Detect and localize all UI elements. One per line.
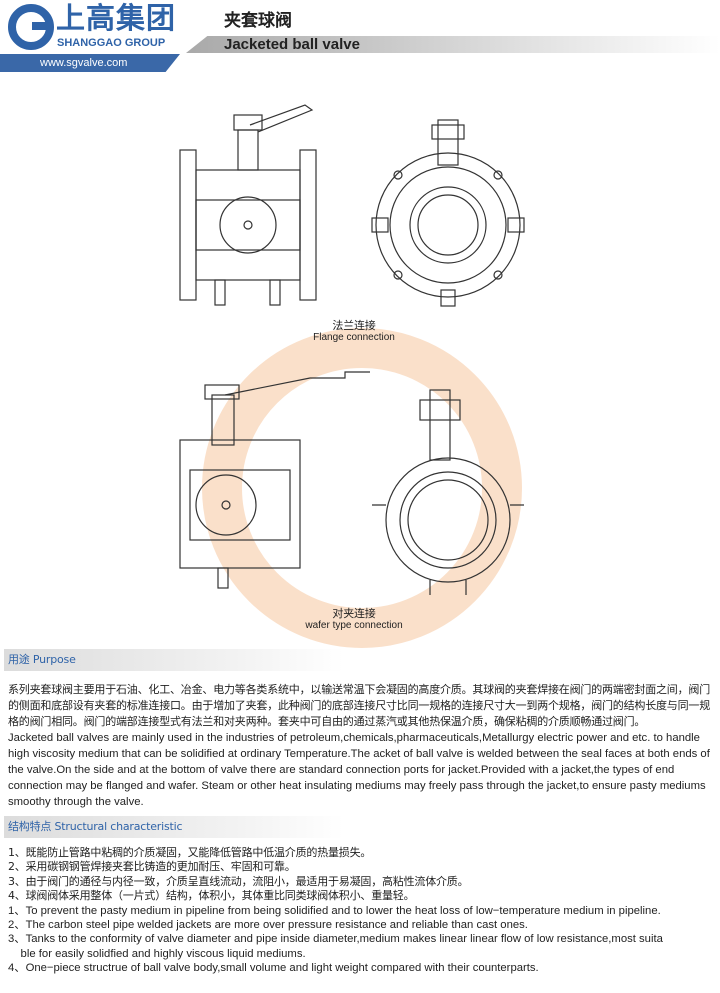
list-item: 4、球阀阀体采用整体（一片式）结构，体积小，其体重比同类球阀体积小、重量轻。 bbox=[8, 889, 415, 903]
list-item: 1、既能防止管路中粘稠的介质凝固，又能降低管路中低温介质的热量损失。 bbox=[8, 846, 372, 859]
caption-wafer-cn: 对夹连接 bbox=[332, 607, 376, 620]
caption-wafer-en: wafer type connection bbox=[305, 620, 403, 631]
brand-name-en: SHANGGAO GROUP bbox=[57, 37, 166, 49]
website-bar bbox=[0, 54, 180, 72]
purpose-text-cn: 系列夹套球阀主要用于石油、化工、冶金、电力等各类系统中，以输送常温下会凝固的高度… bbox=[8, 683, 710, 728]
purpose-text-en: Jacketed ball valves are mainly used in … bbox=[8, 732, 710, 808]
purpose-heading: 用途 Purpose bbox=[4, 649, 344, 671]
logo-g-icon bbox=[8, 4, 54, 50]
website-link[interactable]: www.sgvalve.com bbox=[40, 57, 128, 69]
caption-flange-en: Flange connection bbox=[313, 332, 395, 343]
title-band bbox=[186, 36, 720, 53]
list-item: ble for easily solidfied and highly visc… bbox=[8, 947, 306, 960]
list-item: 3、Tanks to the conformity of valve diame… bbox=[8, 933, 663, 946]
page-title-en: Jacketed ball valve bbox=[224, 36, 360, 53]
list-item: 4、One−piece structrue of ball valve body… bbox=[8, 962, 539, 975]
list-item: 2、采用碳钢钢管焊接夹套比铸造的更加耐压、牢固和可靠。 bbox=[8, 860, 296, 874]
watermark-logo bbox=[202, 328, 522, 648]
list-item: 3、由于阀门的通径与内径一致，介质呈直线流动，流阻小，最适用于易凝固，高粘性流体… bbox=[8, 874, 469, 888]
list-item: 2、The carbon steel pipe welded jackets a… bbox=[8, 919, 528, 932]
content-sections: 用途 Purpose 系列夹套球阀主要用于石油、化工、冶金、电力等各类系统中，以… bbox=[0, 649, 720, 976]
structural-heading: 结构特点 Structural characteristic bbox=[4, 816, 344, 838]
structural-list: 1、既能防止管路中粘稠的介质凝固，又能降低管路中低温介质的热量损失。 2、采用碳… bbox=[8, 846, 720, 976]
wafer-drawing bbox=[179, 371, 524, 595]
page-title-cn: 夹套球阀 bbox=[224, 11, 292, 31]
list-item: 1、To prevent the pasty medium in pipelin… bbox=[8, 904, 661, 917]
caption-flange-cn: 法兰连接 bbox=[332, 319, 376, 332]
brand-name-cn: 上高集团 bbox=[56, 1, 177, 35]
flange-drawing bbox=[179, 104, 525, 307]
